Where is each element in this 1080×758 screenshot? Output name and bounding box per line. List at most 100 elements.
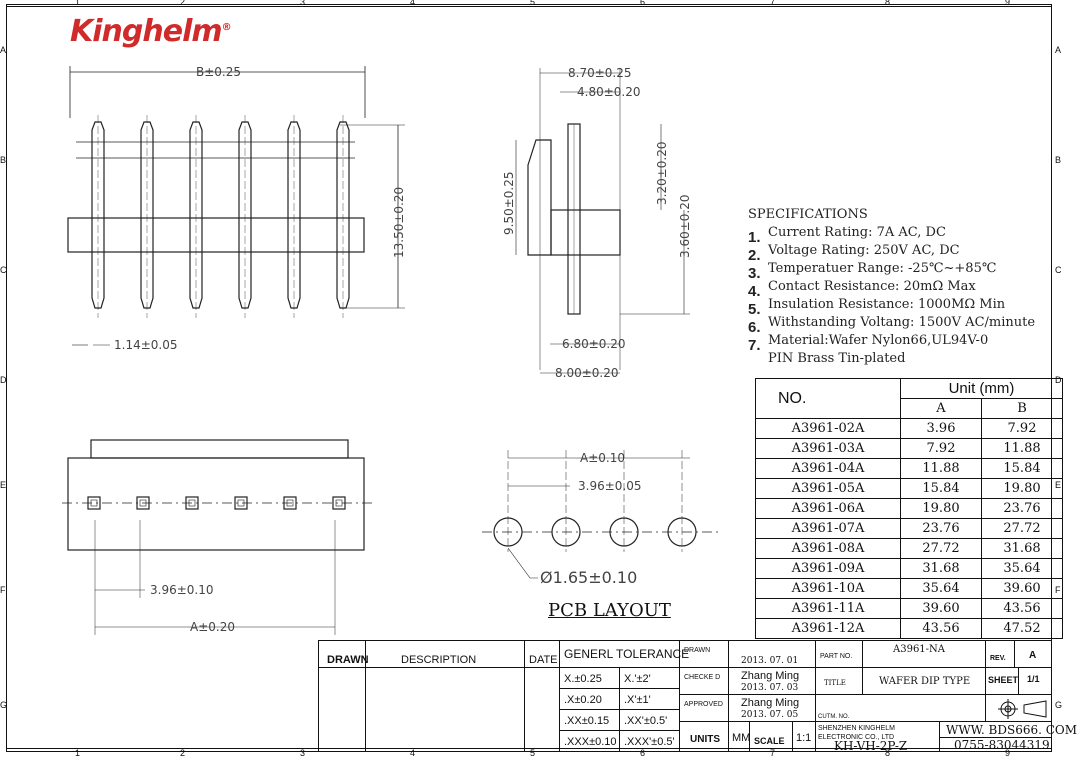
cell-b: 23.76 (981, 498, 1063, 519)
zone-col-7-top: 7 (770, 0, 776, 7)
cell-b: 19.80 (981, 478, 1063, 499)
zone-col-3-top: 3 (300, 0, 306, 7)
zone-col-6-top: 6 (640, 0, 646, 7)
zone-col-6-bot: 6 (640, 748, 646, 758)
zone-row-A-l: A (0, 45, 7, 55)
svg-text:A±0.10: A±0.10 (580, 451, 625, 465)
cell-a: 43.56 (900, 618, 982, 639)
pad (283, 496, 297, 510)
zone-row-B-r: B (1055, 155, 1062, 165)
cell-a: 31.68 (900, 558, 982, 579)
zone-col-9-top: 9 (1005, 0, 1011, 7)
cell-no: A3961-09A (755, 558, 901, 579)
spec-item: 6.Withstanding Voltang: 1500V AC/minute (748, 315, 1036, 336)
zone-row-G-l: G (0, 700, 8, 710)
spec-extra: PIN Brass Tin-plated (768, 351, 906, 366)
pad (136, 496, 150, 510)
svg-text:9.50±0.25: 9.50±0.25 (502, 172, 516, 236)
spec-item: 3.Temperatuer Range: -25℃~+85℃ (748, 261, 997, 282)
dim-pin: 1.14±0.05 (114, 338, 178, 352)
pad (87, 496, 101, 510)
pin (336, 121, 350, 309)
cell-no: A3961-04A (755, 458, 901, 479)
zone-col-2-top: 2 (180, 0, 186, 7)
zone-row-D-l: D (0, 375, 7, 385)
zone-row-E-l: E (0, 480, 7, 490)
hdr-b: B (981, 398, 1063, 419)
cell-b: 31.68 (981, 538, 1063, 559)
pcb-layout: A±0.10 3.96±0.05 Ø1.65±0.10 (482, 450, 720, 587)
cell-b: 35.64 (981, 558, 1063, 579)
svg-text:3.96±0.10: 3.96±0.10 (150, 583, 214, 597)
spec-item: 1.Current Rating: 7A AC, DC (748, 225, 946, 246)
zone-col-5-top: 5 (530, 0, 536, 7)
svg-text:Ø1.65±0.10: Ø1.65±0.10 (540, 568, 637, 587)
zone-col-1-top: 1 (75, 0, 81, 7)
cell-b: 39.60 (981, 578, 1063, 599)
cell-b: 47.52 (981, 618, 1063, 639)
spec-item: 2.Voltage Rating: 250V AC, DC (748, 243, 960, 264)
spec-item: 5.Insulation Resistance: 1000MΩ Min (748, 297, 1006, 318)
zone-col-8-bot: 8 (885, 748, 891, 758)
cell-a: 11.88 (900, 458, 982, 479)
zone-strip-top (6, 0, 1052, 7)
bottom-view: 3.96±0.10 A±0.20 (62, 439, 372, 635)
zone-col-4-bot: 4 (410, 748, 416, 758)
cell-no: A3961-02A (755, 418, 901, 439)
cell-no: A3961-10A (755, 578, 901, 599)
svg-text:8.00±0.20: 8.00±0.20 (555, 366, 619, 380)
cell-b: 15.84 (981, 458, 1063, 479)
zone-col-5-bot: 5 (530, 748, 536, 758)
zone-row-G-r: G (1055, 700, 1063, 710)
front-view: B±0.25 13.50±0.20 1.14±0.05 (67, 65, 406, 352)
pad (185, 496, 199, 510)
cell-a: 23.76 (900, 518, 982, 539)
zone-row-A-r: A (1055, 45, 1062, 55)
side-view: 8.70±0.25 4.80±0.20 9.50±0.25 3.20±0.20 … (502, 66, 692, 380)
cell-b: 7.92 (981, 418, 1063, 439)
cell-a: 7.92 (900, 438, 982, 459)
cell-a: 27.72 (900, 538, 982, 559)
zone-col-7-bot: 7 (770, 748, 776, 758)
dim-b: B±0.25 (196, 65, 241, 79)
hdr-no: NO. (755, 378, 901, 419)
zone-col-9-bot: 9 (1005, 748, 1011, 758)
cell-no: A3961-11A (755, 598, 901, 619)
zone-row-F-l: F (0, 585, 6, 595)
pad (332, 496, 346, 510)
svg-text:A±0.20: A±0.20 (190, 620, 235, 634)
cell-no: A3961-08A (755, 538, 901, 559)
pad (234, 496, 248, 510)
pin (287, 121, 301, 309)
zone-col-4-top: 4 (410, 0, 416, 7)
title-block: DRAWN DESCRIPTION DATE GENERL TOLERANCE … (318, 640, 1077, 753)
cell-a: 15.84 (900, 478, 982, 499)
zone-col-2-bot: 2 (180, 748, 186, 758)
pcb-layout-label: PCB LAYOUT (548, 600, 671, 621)
cell-no: A3961-12A (755, 618, 901, 639)
cell-no: A3961-03A (755, 438, 901, 459)
pin (238, 121, 252, 309)
zone-row-C-r: C (1055, 265, 1062, 275)
spec-item: 4.Contact Resistance: 20mΩ Max (748, 279, 976, 300)
cell-a: 35.64 (900, 578, 982, 599)
cell-no: A3961-05A (755, 478, 901, 499)
hdr-unit: Unit (mm) (900, 378, 1063, 399)
cell-a: 19.80 (900, 498, 982, 519)
svg-text:3.96±0.05: 3.96±0.05 (578, 479, 642, 493)
svg-text:4.80±0.20: 4.80±0.20 (577, 85, 641, 99)
brand-logo: Kinghelm® (70, 14, 232, 49)
hdr-a: A (900, 398, 982, 419)
svg-text:8.70±0.25: 8.70±0.25 (568, 66, 632, 80)
zone-strip-bottom (6, 748, 1052, 755)
zone-col-3-bot: 3 (300, 748, 306, 758)
